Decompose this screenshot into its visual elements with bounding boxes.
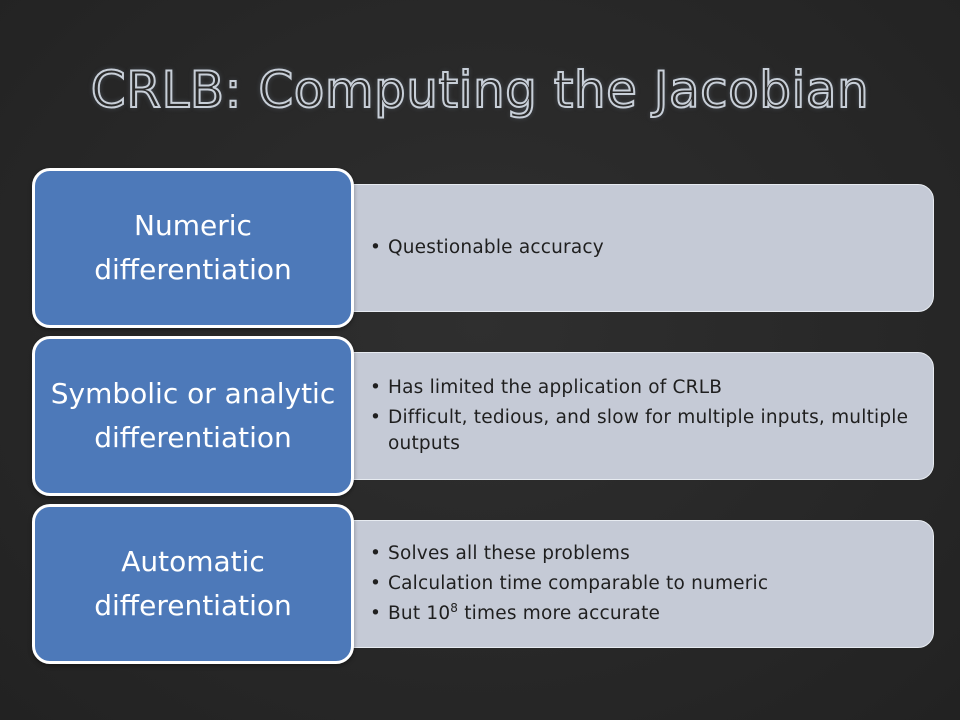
bullet-item: Has limited the application of CRLB <box>368 375 919 401</box>
bullet-item: Calculation time comparable to numeric <box>368 571 919 597</box>
row-automatic: Solves all these problems Calculation ti… <box>32 504 936 664</box>
label-box-numeric: Numeric differentiation <box>32 168 354 328</box>
bullet-list: Has limited the application of CRLB Diff… <box>368 371 919 461</box>
label-box-symbolic: Symbolic or analytic differentiation <box>32 336 354 496</box>
bullet-item: Difficult, tedious, and slow for multipl… <box>368 405 919 457</box>
bullet-text-after: times more accurate <box>458 603 661 624</box>
slide-title: CRLB: Computing the Jacobian <box>90 60 870 120</box>
bullet-text-before: But 10 <box>388 603 451 624</box>
detail-box-automatic: Solves all these problems Calculation ti… <box>262 520 934 648</box>
bullet-list: Questionable accuracy <box>368 231 919 265</box>
row-symbolic: Has limited the application of CRLB Diff… <box>32 336 936 496</box>
exponent: 8 <box>450 601 459 615</box>
detail-box-symbolic: Has limited the application of CRLB Diff… <box>262 352 934 480</box>
label-symbolic-differentiation: Symbolic or analytic differentiation <box>50 377 336 454</box>
label-box-automatic: Automatic differentiation <box>32 504 354 664</box>
detail-box-numeric: Questionable accuracy <box>262 184 934 312</box>
label-automatic-differentiation: Automatic differentiation <box>94 545 292 622</box>
bullet-item: Questionable accuracy <box>368 235 919 261</box>
label-numeric-differentiation: Numeric differentiation <box>94 209 292 286</box>
bullet-item: Solves all these problems <box>368 541 919 567</box>
row-numeric: Questionable accuracy Numeric differenti… <box>32 168 936 328</box>
bullet-list: Solves all these problems Calculation ti… <box>368 537 919 631</box>
bullet-item-accuracy: But 108 times more accurate <box>368 601 919 627</box>
